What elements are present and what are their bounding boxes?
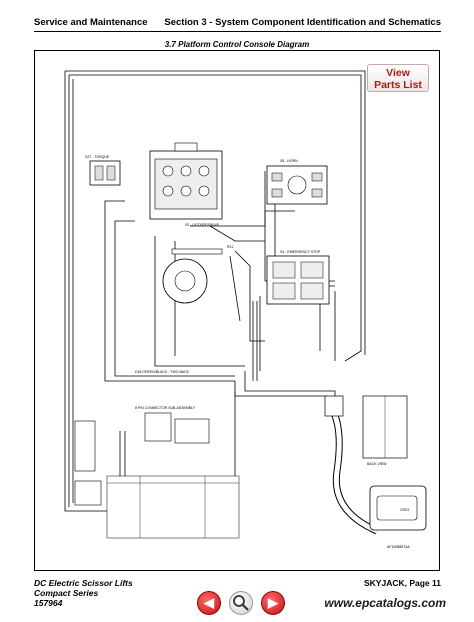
footer-line2: Compact Series xyxy=(34,588,99,598)
emergency-stop-switch: S4 - EMERGENCY STOP xyxy=(266,250,330,305)
label-wire-note: D18 GREEN/BLACK - TWO BACK xyxy=(135,370,190,374)
label-estop: S4 - EMERGENCY STOP xyxy=(280,250,321,254)
next-page-button[interactable]: ▶ xyxy=(261,591,285,615)
footer-line1: DC Electric Scissor Lifts xyxy=(34,578,133,588)
label-back-view: BACK VIEW xyxy=(367,462,387,466)
label-connector: 8 PIN CONNECTOR SUB-ASSEMBLY xyxy=(135,406,196,410)
diagram-frame xyxy=(34,50,440,571)
lift-drive-switch: S2 - LIFT/OFF/DRIVE xyxy=(149,142,223,227)
wiring-diagram: S27 - TORQUE S2 - LIFT/OFF/DRIVE S8 - HO… xyxy=(64,70,427,549)
wire-harness xyxy=(64,70,366,521)
potentiometer: R21 xyxy=(162,245,233,304)
label-pot: R21 xyxy=(227,245,233,249)
label-part-no: AF1008857AA xyxy=(387,545,410,549)
horn-switch: S8 - HORN xyxy=(266,159,328,205)
header-divider xyxy=(34,31,441,32)
header-right: Section 3 - System Component Identificat… xyxy=(164,17,441,28)
title-number: 3.7 xyxy=(164,40,176,49)
footer-left: DC Electric Scissor Lifts Compact Series… xyxy=(34,578,133,608)
zoom-button[interactable] xyxy=(229,591,253,615)
footer-line3: 157964 xyxy=(34,598,63,608)
label-horn: S8 - HORN xyxy=(280,159,298,163)
prev-page-button[interactable]: ◀ xyxy=(197,591,221,615)
parts-list-label: Parts List xyxy=(374,79,422,91)
site-link[interactable]: www.epcatalogs.com xyxy=(324,596,446,610)
connector-8pin: 8 PIN CONNECTOR SUB-ASSEMBLY xyxy=(74,406,210,506)
magnifier-icon xyxy=(233,595,249,611)
cable-assembly: CRD1 xyxy=(324,395,427,535)
label-crd: CRD1 xyxy=(400,508,410,512)
view-label: View xyxy=(386,67,410,79)
footer-page: SKYJACK, Page 11 xyxy=(363,578,441,588)
label-lift-drive: S2 - LIFT/OFF/DRIVE xyxy=(185,223,220,227)
arrow-right-icon: ▶ xyxy=(268,595,278,610)
header-left: Service and Maintenance xyxy=(34,17,148,28)
torque-switch: S27 - TORQUE xyxy=(85,155,121,186)
arrow-left-icon: ◀ xyxy=(204,595,214,610)
terminal-block: BACK VIEW xyxy=(362,395,408,466)
label-torque: S27 - TORQUE xyxy=(85,155,110,159)
view-parts-list-button[interactable]: View Parts List xyxy=(367,64,429,92)
title-text: Platform Control Console Diagram xyxy=(178,40,310,49)
diagram-title: 3.7 Platform Control Console Diagram xyxy=(0,40,474,49)
pin-table xyxy=(106,475,240,539)
